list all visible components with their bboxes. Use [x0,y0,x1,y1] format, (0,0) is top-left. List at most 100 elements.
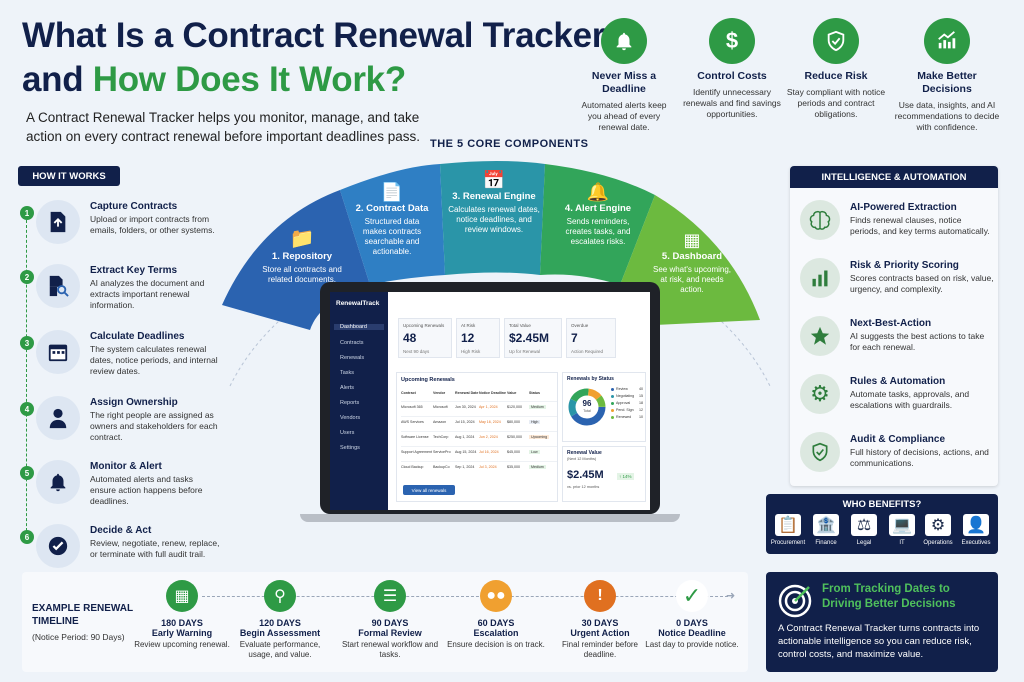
component-contract-data: 📄 2. Contract Data Structured data makes… [352,182,432,257]
benefit-deadline: Never Miss a Deadline Automated alerts k… [574,18,674,133]
table-cell: BackupCo [433,465,450,469]
table-cell: $45,000 [507,450,520,454]
who-legal: ⚖Legal [846,514,882,546]
dashboard-icon: ▦ [683,230,701,250]
timeline-line [202,596,728,597]
how-it-works-label: HOW IT WORKS [18,166,120,186]
who-finance: 🏦Finance [808,514,844,546]
nav-users[interactable]: Users [340,430,355,436]
cta-panel: From Tracking Dates to Driving Better De… [766,572,998,672]
title-line-2: and How Does It Work? [22,60,406,99]
who-it: 💻IT [884,514,920,546]
table-cell: AWS Services [401,420,424,424]
table-cell: Apr 1, 2024 [479,405,498,409]
nav-tasks[interactable]: Tasks [340,370,355,376]
calendar-icon: ▦ [166,580,198,612]
laptop-base [300,514,680,522]
status-badge: High [529,420,541,424]
table-cell: Microsoft 365 [401,405,423,409]
core-components-title: THE 5 CORE COMPONENTS [430,138,589,150]
nav-renewals[interactable]: Renewals [340,355,365,361]
benefit-costs: $ Control Costs Identify unnecessary ren… [682,18,782,120]
status-badge: Upcoming [529,435,550,439]
intel-rules: ⚙ Rules & Automation Automate tasks, app… [798,372,994,426]
dollar-icon: $ [709,18,755,64]
app-screen: RenewalTrack Dashboard Contracts Renewal… [330,292,650,510]
nav-alerts[interactable]: Alerts [340,385,355,391]
table-cell: $250,000 [507,435,522,439]
intel-extraction: AI-Powered Extraction Finds renewal clau… [798,198,994,252]
table-cell: $120,000 [507,405,522,409]
people-icon: ●● [480,580,512,612]
bell-icon: 🔔 [586,182,610,202]
intel-audit: Audit & Compliance Full history of decis… [798,430,994,484]
step-calculate: 3 Calculate Deadlines The system calcula… [20,330,220,392]
document-search-icon [36,264,80,308]
table-cell: Amazon [433,420,447,424]
table-cell: Sep 1, 2024 [455,465,475,469]
calendar-icon: 📅 [482,170,506,190]
step-ownership: 4 Assign Ownership The right people are … [20,396,220,458]
table-cell: May 16, 2024 [479,420,501,424]
step-capture: 1 Capture Contracts Upload or import con… [20,200,220,262]
shield-check-icon [800,432,840,472]
bell-icon [36,460,80,504]
document-icon: 📄 [380,182,404,202]
nav-vendors[interactable]: Vendors [340,415,361,421]
step-decide: 6 Decide & Act Review, negotiate, renew,… [20,524,220,586]
component-dashboard: ▦ 5. Dashboard See what's upcoming, at r… [650,230,734,295]
component-alert-engine: 🔔 4. Alert Engine Sends reminders, creat… [556,182,640,247]
renewal-timeline: EXAMPLE RENEWAL TIMELINE (Notice Period:… [22,572,748,672]
table-cell: Aug 1, 2024 [455,435,475,439]
nav-reports[interactable]: Reports [340,400,360,406]
bar-chart-icon [800,258,840,298]
check-circle-icon [36,524,80,568]
table-cell: Jun 2, 2024 [479,435,498,439]
nav-dashboard[interactable]: Dashboard [334,324,384,330]
step-extract: 2 Extract Key Terms AI analyzes the docu… [20,264,220,326]
clipboard-icon: ☰ [374,580,406,612]
folder-icon: 📁 [289,228,315,250]
intel-scoring: Risk & Priority Scoring Scores contracts… [798,256,994,310]
nav-contracts[interactable]: Contracts [340,340,364,346]
view-all-button[interactable]: View all renewals [403,485,455,495]
table-cell: Microsoft [433,405,448,409]
shield-check-icon [813,18,859,64]
table-cell: Jun 30, 2024 [455,405,476,409]
brain-icon [800,200,840,240]
table-cell: Support Agreement [401,450,432,454]
clipboard-icon: 📋 [775,514,801,536]
component-renewal-engine: 📅 3. Renewal Engine Calculates renewal d… [448,170,540,234]
nav-settings[interactable]: Settings [340,445,360,451]
table-cell: ServicePro [433,450,451,454]
app-logo: RenewalTrack [336,300,380,307]
status-badge: Medium [529,405,546,409]
benefit-decisions: Make Better Decisions Use data, insights… [892,18,1002,133]
who-executives: 👤Executives [958,514,994,546]
arrow-right-icon: ➜ [726,590,736,602]
monitor-icon: 💻 [889,514,915,536]
benefit-risk: Reduce Risk Stay compliant with notice p… [786,18,886,120]
who-procurement: 📋Procurement [770,514,806,546]
gear-icon: ⚙ [800,374,840,414]
status-badge: Medium [529,465,546,469]
intro-text: A Contract Renewal Tracker helps you mon… [26,110,420,144]
bank-icon: 🏦 [813,514,839,536]
